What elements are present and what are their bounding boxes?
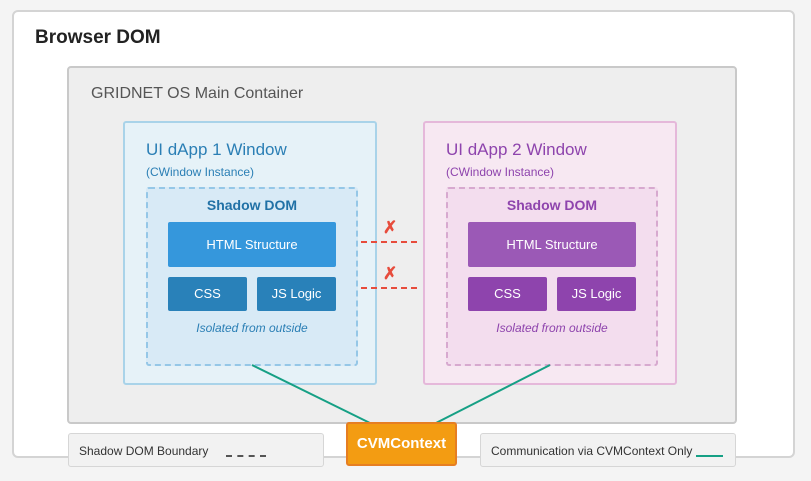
dapp2-window-title: UI dApp 2 Window [446, 140, 587, 159]
legend-communication: Communication via CVMContext Only [480, 433, 736, 467]
browser-dom-title: Browser DOM [35, 27, 161, 48]
dapp1-css: CSS [168, 277, 247, 311]
dapp2-html-structure: HTML Structure [468, 222, 636, 267]
dapp2-window-subtitle: (CWindow Instance) [446, 165, 555, 179]
cross-icon: ✗ [383, 264, 398, 283]
cvm-context-node: CVMContext [346, 422, 457, 466]
legend-communication-label: Communication via CVMContext Only [491, 444, 693, 458]
dapp2-isolation-note: Isolated from outside [496, 321, 608, 335]
dapp2-shadow-dom [446, 187, 658, 366]
legend-shadow-boundary: Shadow DOM Boundary [68, 433, 324, 467]
dapp1-window-title: UI dApp 1 Window [146, 140, 287, 159]
dapp2-shadow-dom-title: Shadow DOM [506, 197, 598, 213]
solid-line-icon [696, 455, 723, 457]
gridnet-os-title: GRIDNET OS Main Container [91, 85, 304, 102]
dapp1-js-logic: JS Logic [257, 277, 336, 311]
dapp1-window-subtitle: (CWindow Instance) [146, 165, 255, 179]
dapp1-html-structure: HTML Structure [168, 222, 336, 267]
legend-shadow-boundary-label: Shadow DOM Boundary [79, 444, 209, 458]
dapp1-shadow-dom-title: Shadow DOM [206, 197, 298, 213]
dashed-line-icon [226, 455, 266, 457]
dapp1-isolation-note: Isolated from outside [196, 321, 308, 335]
dapp2-css: CSS [468, 277, 547, 311]
dapp2-js-logic: JS Logic [557, 277, 636, 311]
dapp1-shadow-dom [146, 187, 358, 366]
cross-icon: ✗ [383, 218, 398, 237]
